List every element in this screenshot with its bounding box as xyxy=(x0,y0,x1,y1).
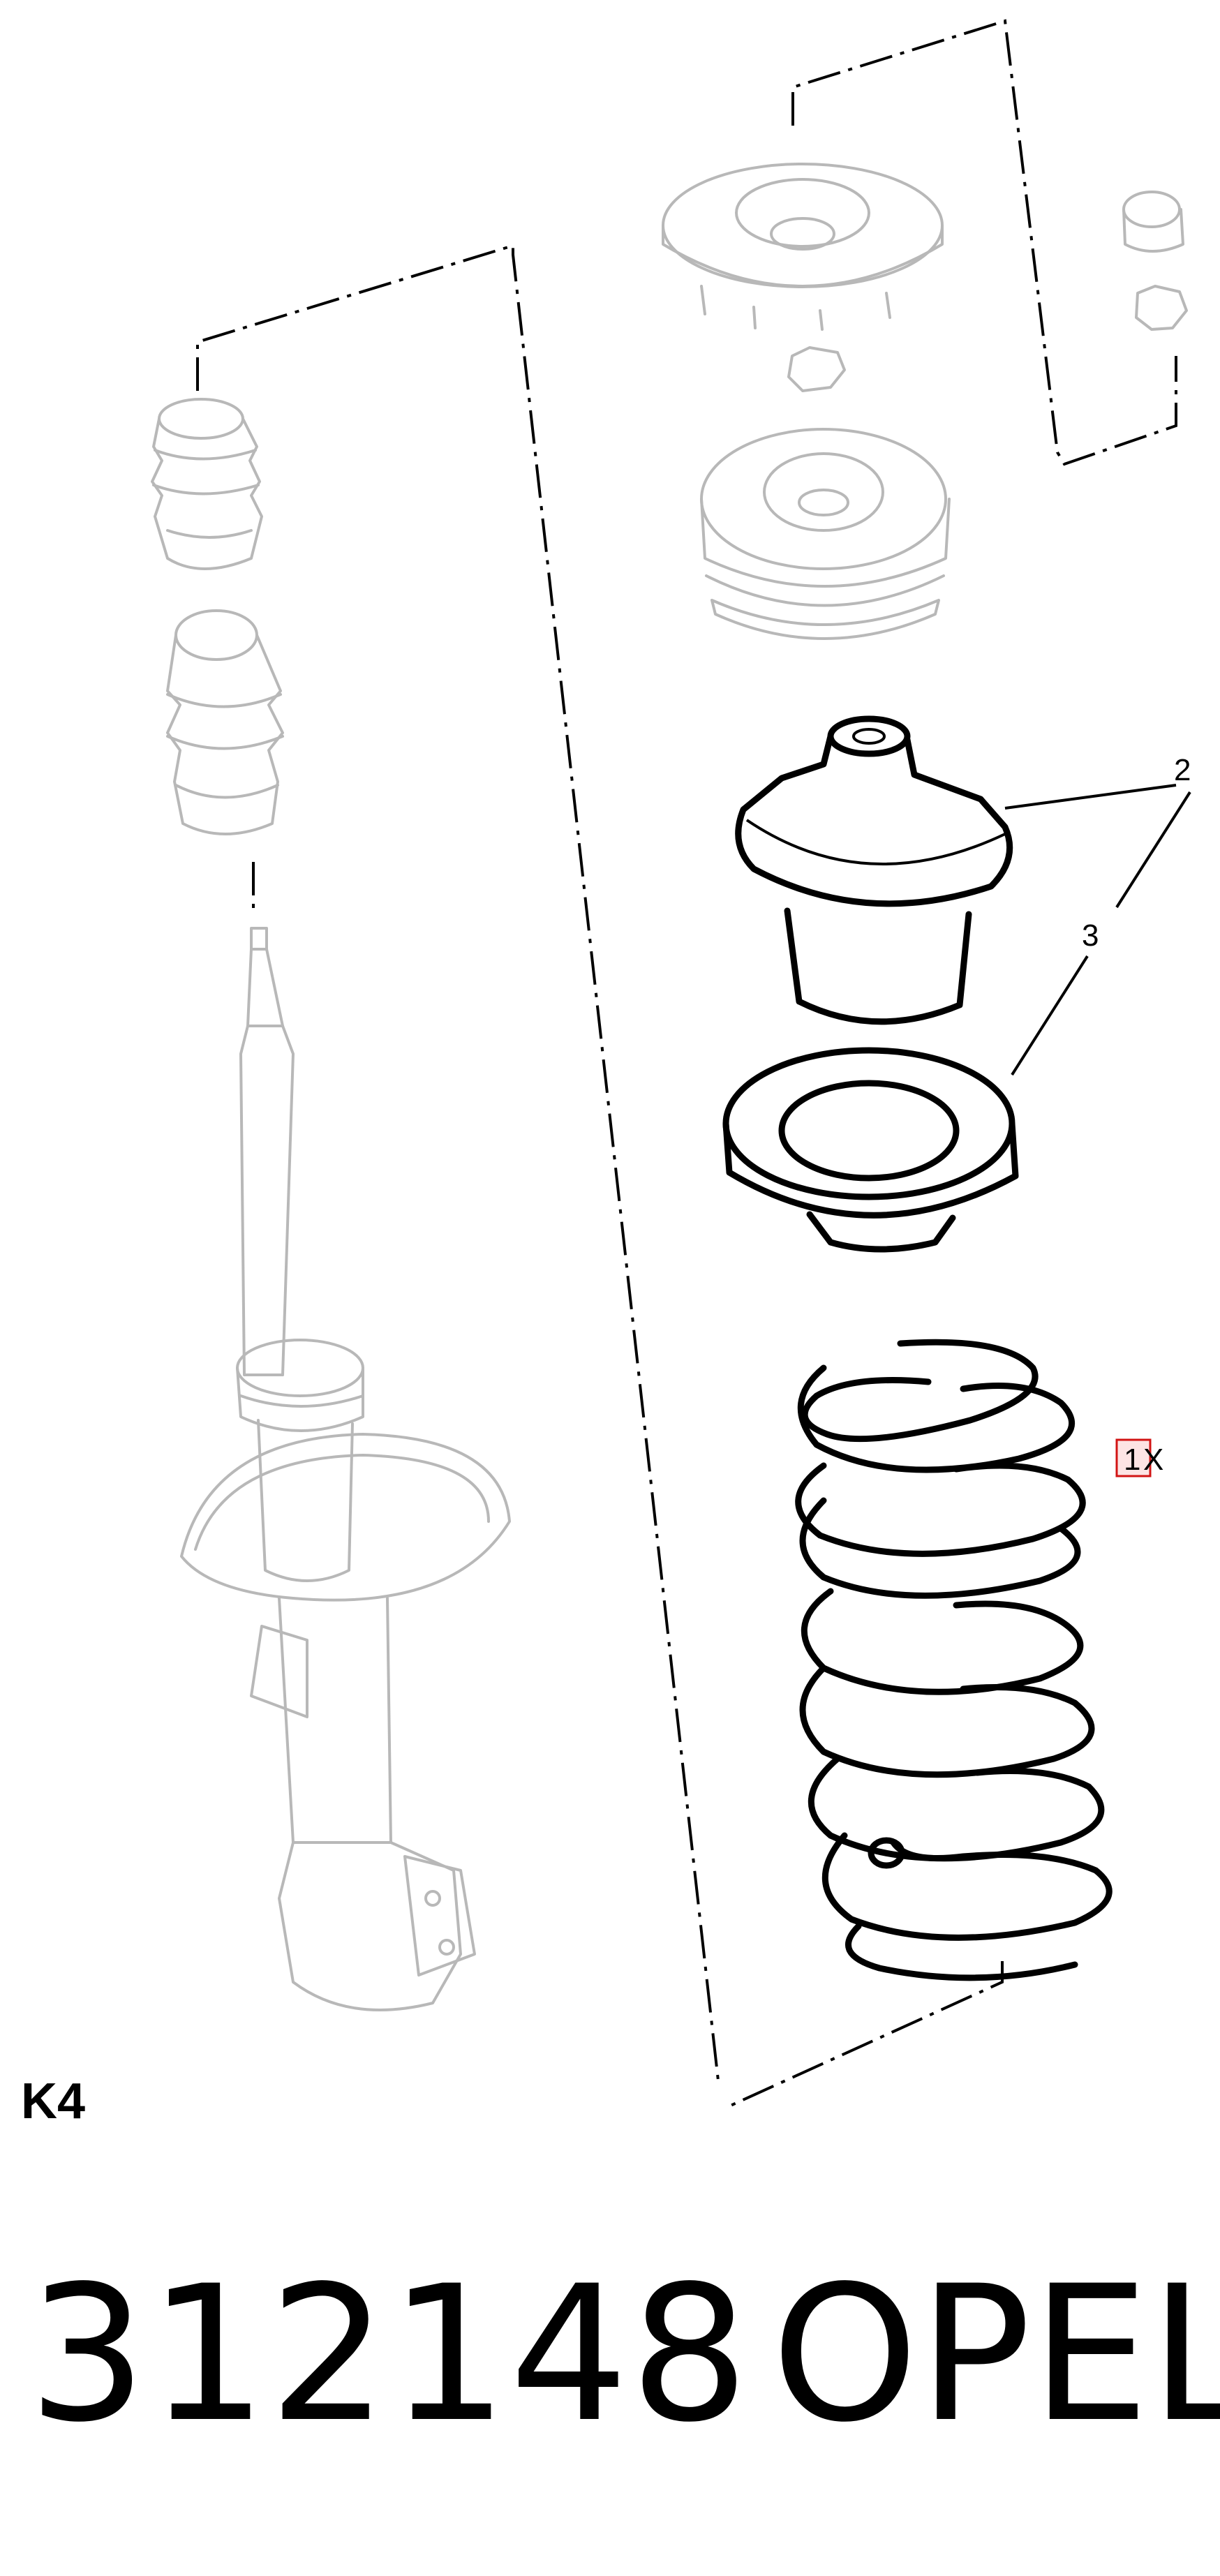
part-1-coil-spring xyxy=(795,1339,1113,1981)
dust-boot-upper xyxy=(151,398,263,570)
callout-1-highlight xyxy=(1115,1438,1152,1477)
callout-1-quantity-suffix: X xyxy=(1143,1443,1163,1477)
assembly-guide-lines xyxy=(196,19,1177,2109)
brand-name: OPEL xyxy=(771,2246,1220,2464)
cap xyxy=(1122,191,1188,331)
top-mount-plate xyxy=(662,163,944,331)
callout-1-label: 1 xyxy=(1124,1443,1140,1477)
callout-2: 2 xyxy=(1174,753,1191,787)
exploded-parts-diagram: 2 3 1 X xyxy=(151,19,1191,2109)
shock-absorber xyxy=(180,927,511,2011)
part-number: 312148 xyxy=(28,2246,751,2464)
group-label: K4 xyxy=(21,2074,86,2129)
callout-1[interactable]: 1 X xyxy=(1115,1438,1163,1477)
callout-2-label: 2 xyxy=(1174,753,1191,787)
callout-3-label: 3 xyxy=(1082,918,1099,953)
part-3-spring-seat xyxy=(722,1047,1019,1253)
callout-3: 3 xyxy=(1082,918,1099,953)
leader-lines xyxy=(1004,784,1191,1076)
strut-mount-bearing xyxy=(700,428,951,640)
part-2-boot xyxy=(735,715,1013,1025)
top-nut xyxy=(787,346,846,392)
bump-stop xyxy=(166,609,284,835)
